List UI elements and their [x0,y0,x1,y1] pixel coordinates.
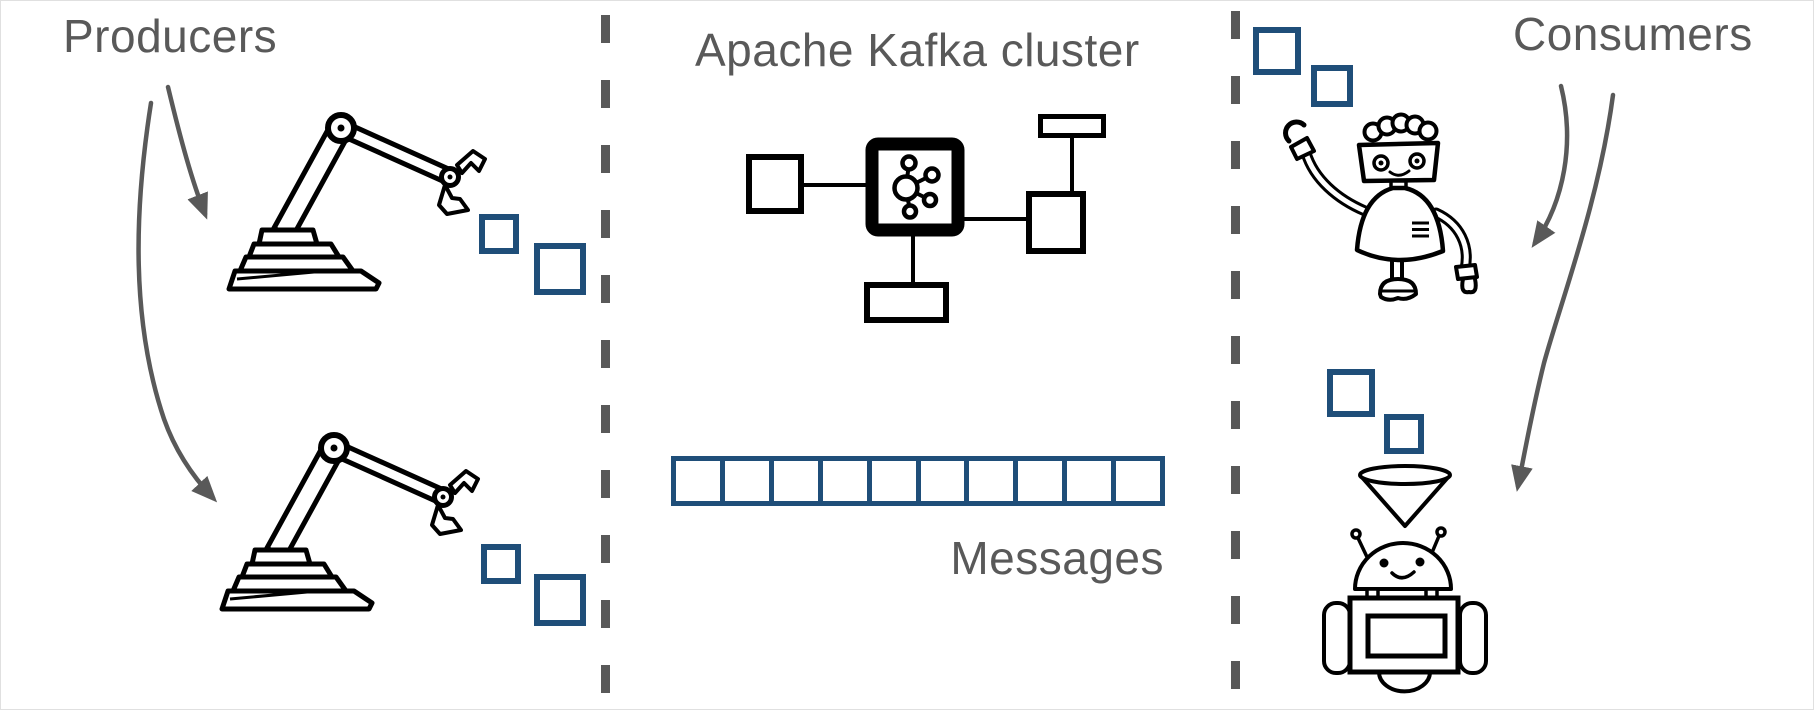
curved-arrow-icon [1531,83,1570,248]
broker-box-icon [864,282,949,323]
message-square-icon [1062,456,1117,506]
message-square-icon [1384,414,1424,454]
producers-title: Producers [63,10,278,62]
consumer-top-message-squares [1253,27,1353,107]
message-square-icon [1311,65,1353,107]
message-square-icon [719,456,774,506]
message-square-icon [768,456,823,506]
curved-arrow-icon [165,84,208,220]
broker-box-icon [1026,191,1086,254]
screen-robot-icon [1322,526,1488,694]
funnel-icon [1358,464,1452,528]
message-square-icon [479,214,519,254]
robot-arm-icon [222,435,478,609]
consumers-title: Consumers [1513,8,1753,60]
message-square-icon [481,544,521,584]
kafka-logo-node-icon [892,154,941,220]
message-square-icon [866,456,921,506]
consumer-flow-arrows [1511,83,1616,492]
message-square-icon [964,456,1019,506]
message-square-icon [1327,369,1375,417]
consumer-bottom-message-squares [1327,369,1424,454]
broker-box-icon [746,154,804,214]
kafka-cluster-diagram [746,114,1106,323]
broker-box-icon [1038,114,1106,138]
producer-flow-arrows [136,84,218,503]
curved-arrow-icon [136,100,218,503]
messages-label: Messages [950,532,1164,584]
message-square-icon [534,574,586,626]
message-square-icon [1013,456,1068,506]
kafka-cluster-title: Apache Kafka cluster [695,24,1140,76]
producer-message-squares [479,214,586,626]
message-square-icon [671,456,725,506]
robot-arm-icon [229,115,485,289]
message-square-icon [534,243,586,295]
message-square-icon [1111,456,1166,506]
message-square-icon [817,456,872,506]
message-square-icon [1253,27,1301,75]
curved-arrow-icon [1511,92,1616,492]
message-square-icon [915,456,970,506]
waving-robot-icon [1283,112,1479,302]
messages-row [671,456,1166,506]
